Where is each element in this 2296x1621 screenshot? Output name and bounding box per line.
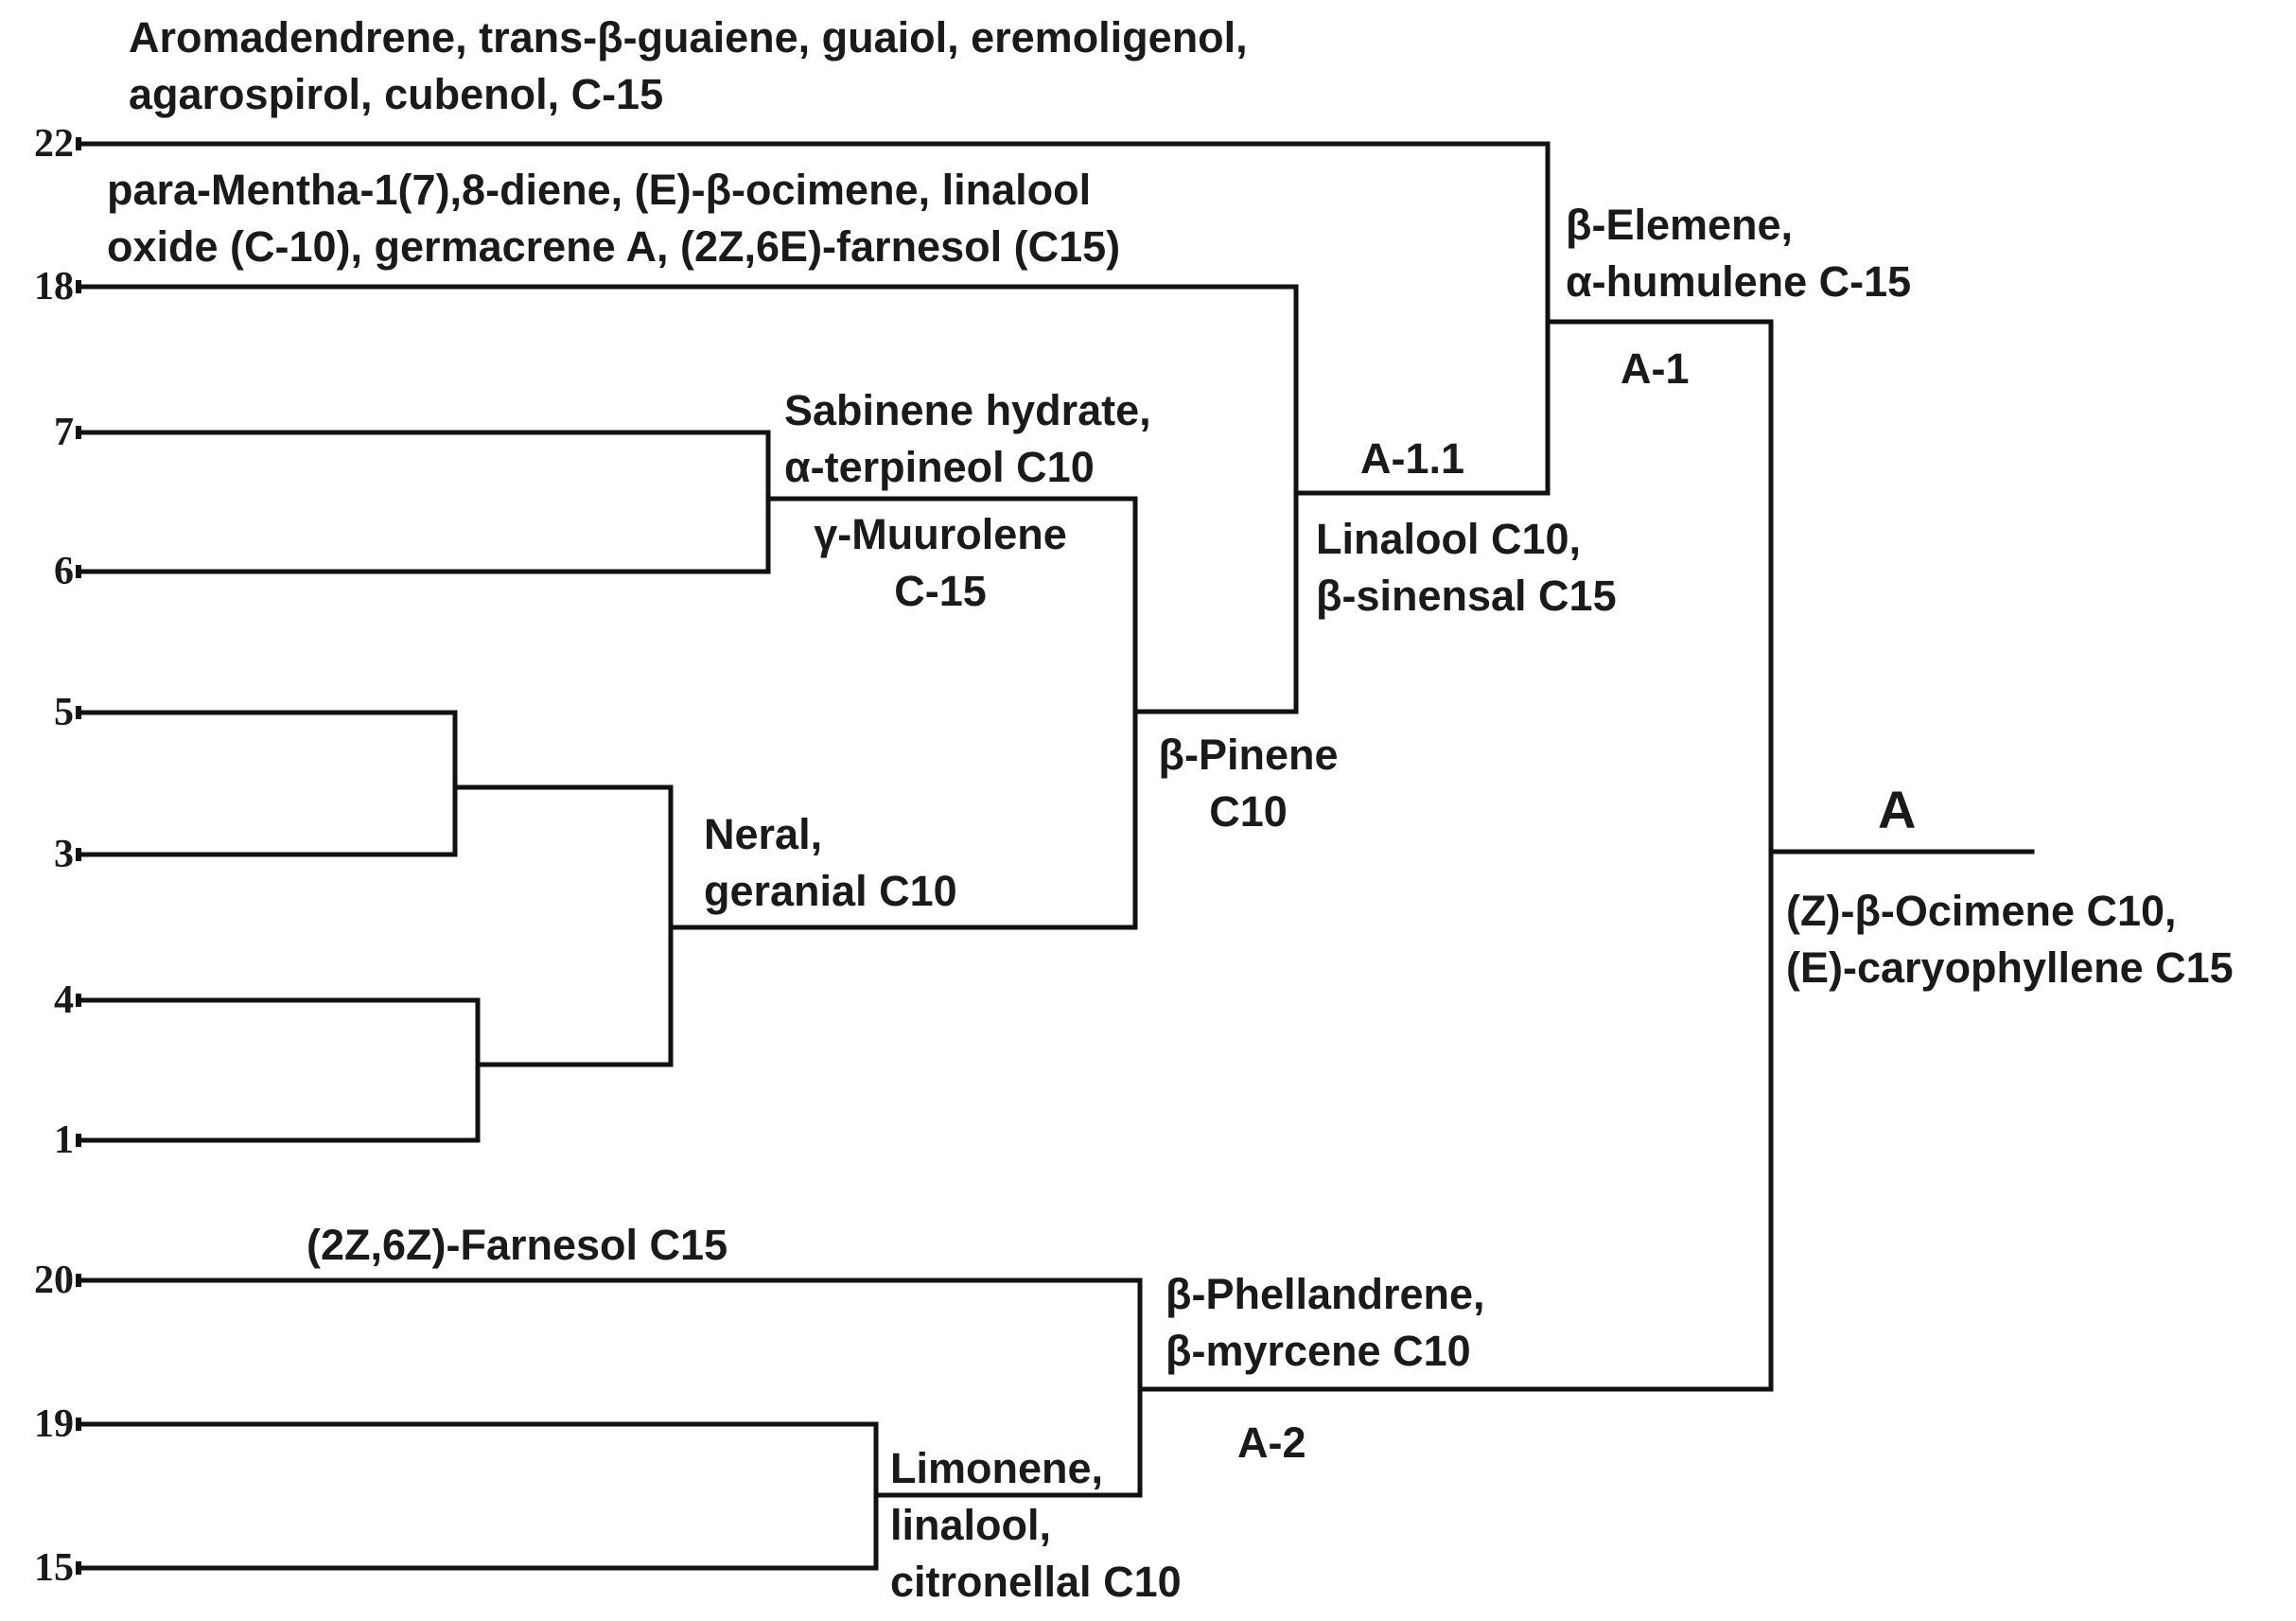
tick-6: [76, 565, 81, 578]
node-label-pinene-line2: C10: [1209, 787, 1288, 836]
tick-20: [76, 1274, 81, 1287]
branch-5-3-join: [452, 784, 674, 1067]
node-label-22: Aromadendrene, trans-β-guaiene, guaiol, …: [129, 9, 1248, 123]
node-label-muurolene: γ-Muurolene C-15: [784, 506, 1096, 620]
branch-leaf-4: [80, 997, 481, 1143]
node-label-ocimene: (Z)-β-Ocimene C10, (E)-caryophyllene C15: [1786, 883, 2234, 996]
node-label-root-a: A: [1878, 780, 1917, 839]
tick-1: [76, 1134, 81, 1147]
leaf-label-6: 6: [54, 550, 74, 593]
tick-7: [76, 426, 81, 439]
node-label-limonene-line2: linalool,: [890, 1501, 1052, 1549]
node-label-phellandrene: β-Phellandrene, β-myrcene C10: [1166, 1266, 1485, 1380]
branch-leaf-18: [80, 284, 1299, 714]
branch-a1-join: [1545, 319, 1774, 1392]
leaf-label-19: 19: [34, 1402, 74, 1446]
node-label-neral-line2: geranial C10: [704, 867, 957, 915]
node-label-limonene: Limonene, linalool, citronellal C10: [890, 1440, 1182, 1611]
tick-18: [76, 280, 81, 293]
node-label-18: para-Mentha-1(7),8-diene, (E)-β-ocimene,…: [107, 162, 1120, 275]
node-label-pinene: β-Pinene C10: [1147, 727, 1350, 840]
leaf-label-20: 20: [34, 1259, 74, 1302]
branch-leaf-22: [80, 141, 1551, 496]
node-label-elemene: β-Elemene, α-humulene C-15: [1566, 197, 1911, 310]
leaf-label-18: 18: [34, 265, 74, 308]
node-label-elemene-line2: α-humulene C-15: [1566, 257, 1912, 306]
leaf-label-15: 15: [34, 1546, 74, 1590]
node-label-muurolene-line1: γ-Muurolene: [814, 510, 1067, 558]
leaf-label-5: 5: [54, 691, 74, 734]
node-label-neral-line1: Neral,: [704, 810, 823, 858]
node-label-a2: A-2: [1237, 1418, 1306, 1467]
leaf-label-22: 22: [34, 122, 74, 166]
tick-15: [76, 1561, 81, 1575]
node-label-ocimene-line1: (Z)-β-Ocimene C10,: [1786, 887, 2177, 935]
node-label-phellandrene-line2: β-myrcene C10: [1166, 1327, 1471, 1375]
node-label-linalool: Linalool C10, β-sinensal C15: [1316, 511, 1617, 625]
node-label-elemene-line1: β-Elemene,: [1566, 201, 1794, 249]
node-label-pinene-line1: β-Pinene: [1158, 731, 1339, 779]
node-label-limonene-line1: Limonene,: [890, 1444, 1104, 1492]
leaf-label-3: 3: [54, 833, 74, 876]
branch-leaf-5: [80, 710, 458, 857]
branch-leaf-19: [80, 1421, 879, 1571]
node-label-sabinene: Sabinene hydrate, α-terpineol C10: [784, 382, 1151, 496]
node-label-neral: Neral, geranial C10: [704, 806, 957, 920]
node-label-18-line2: oxide (C-10), germacrene A, (2Z,6E)-farn…: [107, 222, 1121, 271]
tick-19: [76, 1418, 81, 1431]
node-label-muurolene-line2: C-15: [894, 567, 987, 615]
branch-7-6-join: [765, 496, 1138, 930]
tick-5: [76, 706, 81, 719]
node-label-phellandrene-line1: β-Phellandrene,: [1166, 1270, 1485, 1318]
tick-22: [76, 137, 81, 150]
leaf-label-7: 7: [54, 411, 74, 454]
node-label-farnesol: (2Z,6Z)-Farnesol C15: [307, 1221, 728, 1269]
branch-leaf-7: [80, 430, 771, 574]
tick-3: [76, 848, 81, 861]
node-label-linalool-line1: Linalool C10,: [1316, 515, 1582, 563]
node-label-22-line1: Aromadendrene, trans-β-guaiene, guaiol, …: [129, 13, 1248, 62]
node-label-sabinene-line1: Sabinene hydrate,: [784, 386, 1151, 434]
node-label-18-line1: para-Mentha-1(7),8-diene, (E)-β-ocimene,…: [107, 166, 1092, 214]
node-label-sabinene-line2: α-terpineol C10: [784, 443, 1095, 491]
tick-4: [76, 994, 81, 1007]
node-label-22-line2: agarospirol, cubenol, C-15: [129, 70, 664, 118]
leaf-label-4: 4: [54, 978, 74, 1022]
node-label-a1: A-1: [1621, 344, 1690, 393]
node-label-limonene-line3: citronellal C10: [890, 1558, 1182, 1606]
node-label-linalool-line2: β-sinensal C15: [1316, 572, 1617, 620]
node-label-a11: A-1.1: [1360, 434, 1465, 483]
node-label-ocimene-line2: (E)-caryophyllene C15: [1786, 943, 2234, 992]
leaf-label-1: 1: [54, 1119, 74, 1162]
branch-leaf-20: [80, 1277, 1143, 1498]
